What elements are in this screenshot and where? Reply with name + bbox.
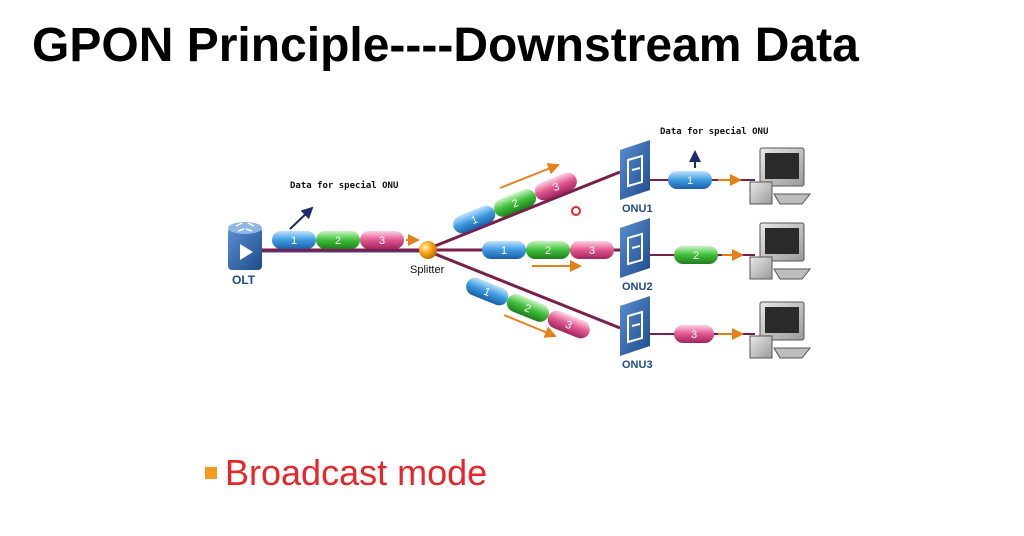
packet-label-3: 3 (379, 235, 385, 247)
caption-left: Data for special ONU (290, 180, 398, 191)
packet-label-3: 3 (563, 319, 573, 332)
delivered-packet-onu3-label: 3 (691, 329, 697, 341)
page-title: GPON Principle----Downstream Data (32, 19, 859, 72)
olt-device (228, 222, 262, 270)
onu3-device (620, 296, 650, 356)
branch-packets-lower: 1 2 3 (466, 277, 590, 339)
delivered-packet-onu2 (674, 246, 718, 264)
olt-packets: 1 2 3 (272, 231, 404, 249)
packet-1 (466, 277, 509, 306)
bullet-marker (205, 467, 217, 479)
packet-label-3: 3 (589, 245, 595, 257)
packet-3 (534, 172, 577, 201)
packet-label-2: 2 (510, 197, 520, 210)
packet-3 (570, 241, 614, 259)
pointer-arrow-olt (289, 206, 314, 230)
packet-1 (453, 205, 496, 234)
splitter-ball (419, 241, 437, 259)
packet-1 (272, 231, 316, 249)
bullet-text: Broadcast mode (225, 452, 488, 493)
caption-right: Data for special ONU (660, 126, 768, 137)
onu3-label: ONU3 (622, 359, 653, 371)
delivered-packet-onu1 (668, 171, 712, 189)
branch-packets-middle: 1 2 3 (482, 241, 614, 259)
packet-3 (547, 310, 590, 339)
onu1-label: ONU1 (622, 203, 653, 215)
direction-arrow-lower (503, 314, 557, 338)
bullet-item: Broadcast mode (205, 452, 487, 494)
computer-icon-3 (749, 301, 812, 359)
packet-label-1: 1 (482, 286, 492, 299)
packet-label-3: 3 (551, 181, 561, 194)
packet-2 (526, 241, 570, 259)
packet-2 (493, 189, 537, 217)
delivered-packet-onu2-label: 2 (693, 250, 699, 262)
packet-label-1: 1 (291, 235, 297, 247)
direction-arrow-upper (499, 163, 560, 189)
packet-2 (316, 231, 360, 249)
packet-3 (360, 231, 404, 249)
delivered-packet-onu3 (674, 325, 714, 343)
gpon-downstream-diagram: OLT 1 2 3 Data for special ONU Splitter … (210, 110, 820, 390)
packet-label-1: 1 (501, 245, 507, 257)
packet-1 (482, 241, 526, 259)
cursor-dot (571, 206, 581, 216)
olt-label: OLT (232, 273, 256, 287)
packet-label-2: 2 (335, 235, 341, 247)
packet-2 (506, 294, 550, 322)
packet-label-2: 2 (523, 302, 533, 315)
computer-icon-1 (749, 147, 812, 205)
computer-icon-2 (749, 222, 812, 280)
packet-label-1: 1 (469, 214, 479, 227)
onu1-device (620, 140, 650, 200)
splitter-label: Splitter (410, 264, 445, 276)
diagram-canvas: OLT 1 2 3 Data for special ONU Splitter … (228, 126, 812, 371)
onu2-device (620, 218, 650, 278)
packet-label-2: 2 (545, 245, 551, 257)
onu2-label: ONU2 (622, 281, 653, 293)
branch-packets-upper: 1 2 3 (453, 172, 577, 234)
delivered-packet-onu1-label: 1 (687, 175, 693, 187)
